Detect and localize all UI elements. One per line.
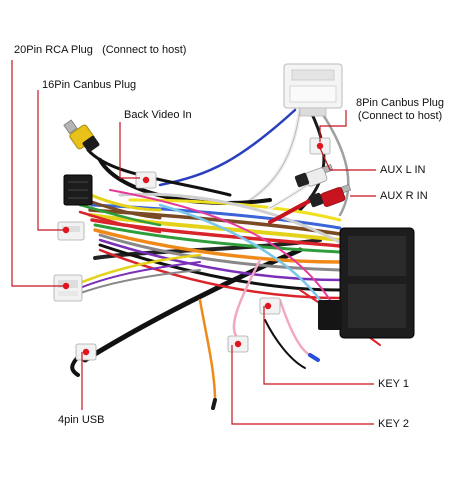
- key1-callout: [263, 306, 374, 385]
- canbus-8pin-plug: [283, 63, 343, 117]
- canbus-16pin-dot: [62, 226, 70, 234]
- key1-label: KEY 1: [378, 378, 409, 390]
- aux-l-plug: [294, 164, 334, 188]
- rca-20pin-title: 20Pin RCA Plug: [14, 44, 93, 56]
- usb-dot: [82, 348, 90, 356]
- canbus-8pin-label: 8Pin Canbus Plug (Connect to host): [340, 97, 460, 123]
- aux-l-callout: [319, 147, 376, 171]
- canbus-8pin-title: 8Pin Canbus Plug: [355, 97, 445, 109]
- usb-label: 4pin USB: [58, 414, 105, 426]
- back-video-dot: [142, 176, 150, 184]
- canbus-8pin-callout: [319, 110, 347, 142]
- canbus-16pin-callout: [37, 90, 66, 231]
- back-video-callout: [119, 122, 140, 179]
- wire-bundle: [70, 106, 381, 402]
- key2-label: KEY 2: [378, 418, 409, 430]
- key2-dot: [234, 340, 242, 348]
- aux-r-plug: [308, 184, 352, 208]
- main-harness-connector: [318, 227, 415, 339]
- callout-lines: [11, 60, 376, 425]
- rca-yellow-plug: [63, 119, 100, 153]
- canbus-8pin-dot: [316, 142, 324, 150]
- canbus-8pin-note: (Connect to host): [357, 110, 443, 122]
- aux-l-label: AUX L IN: [380, 164, 426, 176]
- canbus-16pin-tag: [57, 221, 85, 241]
- rca-20pin-dot: [62, 282, 70, 290]
- key1-dot: [264, 302, 272, 310]
- callout-dots: [62, 142, 324, 356]
- key2-callout: [231, 345, 374, 425]
- key1-wire-end: [308, 353, 320, 362]
- key2-wire-end: [211, 398, 217, 410]
- rca-20pin-callout: [11, 60, 66, 287]
- rca-20pin-label: 20Pin RCA Plug (Connect to host): [14, 44, 186, 57]
- rca-20pin-note: (Connect to host): [102, 44, 187, 56]
- aux-r-label: AUX R IN: [380, 190, 428, 202]
- canbus-16pin-label: 16Pin Canbus Plug: [42, 79, 137, 91]
- canbus-16pin-connector: [63, 174, 93, 206]
- back-video-label: Back Video In: [124, 109, 192, 121]
